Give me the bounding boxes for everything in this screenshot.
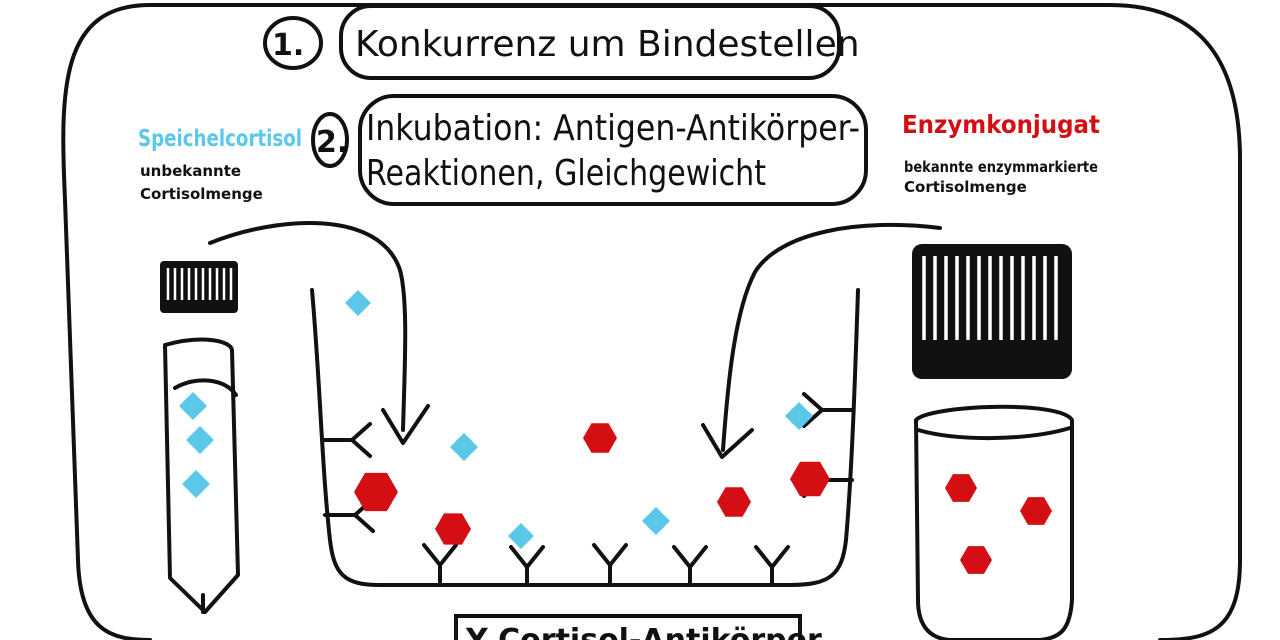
- enzyme-conjugate-molecule: [960, 546, 992, 574]
- left-label-line2: Cortisolmenge: [140, 185, 263, 203]
- right-arrow-head: [701, 423, 754, 459]
- step-1-text: Konkurrenz um Bindestellen: [355, 24, 860, 65]
- step-2: 2. Inkubation: Antigen-Antikörper- Reakt…: [311, 94, 868, 206]
- enzyme-jar-rim: [916, 426, 1072, 441]
- antibody: [802, 392, 854, 428]
- step-1: 1. Konkurrenz um Bindestellen: [263, 4, 860, 80]
- left-label: Speichelcortisol unbekannte Cortisolmeng…: [138, 126, 302, 203]
- enzyme-conjugate-molecule: [583, 423, 617, 453]
- cortisol-molecule: [642, 507, 670, 535]
- antibody: [509, 545, 545, 587]
- step-2-text-line2: Reaktionen, Gleichgewicht: [366, 153, 766, 194]
- antibody: [672, 545, 708, 587]
- footer-legend: Y Cortisol-Antikörper: [454, 614, 822, 640]
- left-curved-arrow: [208, 220, 408, 432]
- step-1-number-circle: [263, 16, 323, 70]
- step-2-number: 2.: [316, 125, 348, 160]
- enzyme-conjugate-molecule: [435, 513, 471, 545]
- step-1-pill: [339, 4, 841, 80]
- cortisol-molecule: [345, 290, 371, 316]
- cortisol-molecule: [785, 402, 813, 430]
- right-label-line1: bekannte enzymmarkierte: [904, 158, 1098, 176]
- right-label: Enzymkonjugat bekannte enzymmarkierte Co…: [902, 110, 1100, 196]
- cortisol-molecule: [182, 470, 210, 498]
- step-2-pill: [358, 94, 868, 206]
- right-label-title: Enzymkonjugat: [902, 110, 1100, 139]
- enzyme-conjugate-molecule: [945, 474, 977, 502]
- enzyme-jar-body: [914, 404, 1074, 640]
- antibody: [320, 422, 372, 458]
- step-2-number-circle: [311, 112, 349, 168]
- footer-legend-box: [454, 614, 802, 640]
- antibody: [592, 543, 628, 587]
- saliva-tube-rim: [173, 378, 238, 397]
- enzyme-conjugate-molecule: [354, 472, 398, 512]
- footer-legend-text: Y Cortisol-Antikörper: [465, 623, 822, 640]
- left-arrow-head: [381, 404, 430, 445]
- cortisol-molecule: [508, 523, 534, 549]
- enzyme-conjugate-molecule: [1020, 497, 1052, 525]
- left-label-line1: unbekannte: [140, 162, 241, 180]
- cortisol-molecule: [186, 426, 214, 454]
- enzyme-conjugate-molecule: [717, 487, 751, 517]
- saliva-tube-cap: [160, 261, 238, 313]
- enzyme-jar: [912, 244, 1074, 640]
- right-curved-arrow: [721, 222, 942, 452]
- enzyme-conjugate-molecule: [790, 461, 830, 497]
- cortisol-molecule: [450, 433, 478, 461]
- step-1-number: 1.: [272, 28, 304, 63]
- saliva-tube: [160, 261, 240, 614]
- left-label-title: Speichelcortisol: [138, 126, 302, 152]
- step-2-text-line1: Inkubation: Antigen-Antikörper-: [366, 108, 860, 149]
- antibody: [422, 543, 458, 587]
- enzyme-jar-cap: [912, 244, 1072, 379]
- saliva-tube-body: [163, 337, 240, 614]
- antibody: [754, 545, 790, 587]
- cortisol-molecule: [179, 392, 207, 420]
- right-label-line2: Cortisolmenge: [904, 178, 1027, 196]
